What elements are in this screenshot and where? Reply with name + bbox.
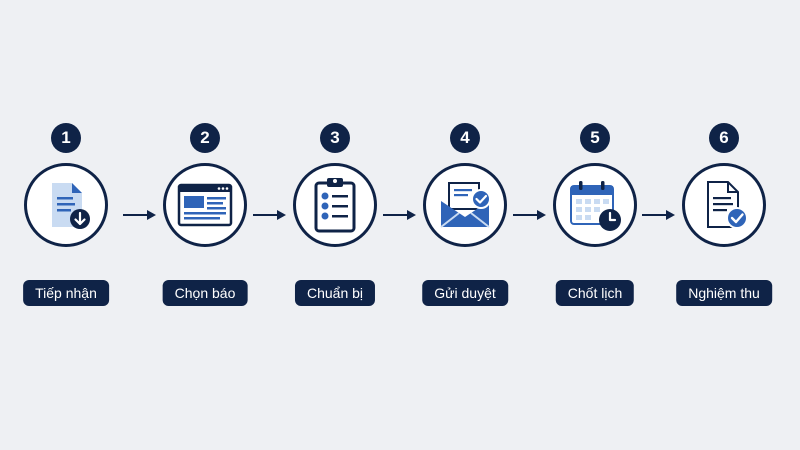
arrow-right-icon (123, 210, 156, 220)
step-number: 6 (709, 123, 739, 153)
step-4: 4 Gửi duyệt (410, 0, 520, 450)
step-number: 4 (450, 123, 480, 153)
step-number: 5 (580, 123, 610, 153)
step-3: 3 Chuẩn bị (280, 0, 390, 450)
step-label: Tiếp nhận (23, 280, 109, 306)
step-icon-circle (682, 163, 766, 247)
step-2: 2 Chọn báo (150, 0, 260, 450)
step-icon-circle (163, 163, 247, 247)
browser-window-icon (177, 183, 233, 227)
step-icon-circle (293, 163, 377, 247)
arrow-right-icon (513, 210, 546, 220)
step-icon-circle (423, 163, 507, 247)
document-check-icon (707, 181, 748, 229)
document-download-icon (52, 183, 90, 229)
step-icon-circle (24, 163, 108, 247)
step-number: 2 (190, 123, 220, 153)
arrow-right-icon (253, 210, 286, 220)
envelope-check-icon (440, 182, 491, 228)
arrow-right-icon (383, 210, 416, 220)
step-label: Chốt lịch (555, 280, 635, 306)
step-icon-circle (553, 163, 637, 247)
step-number: 1 (51, 123, 81, 153)
step-label: Chọn báo (162, 280, 248, 306)
clipboard-checklist-icon (314, 178, 356, 233)
step-label: Nghiệm thu (676, 280, 772, 306)
step-label: Chuẩn bị (294, 280, 376, 306)
step-5: 5 (540, 0, 650, 450)
step-label: Gửi duyệt (422, 280, 508, 306)
step-number: 3 (320, 123, 350, 153)
step-1: 1 Tiếp nhận (11, 0, 121, 450)
arrow-right-icon (642, 210, 675, 220)
calendar-clock-icon (570, 181, 621, 231)
step-6: 6 Nghiệm thu (669, 0, 779, 450)
